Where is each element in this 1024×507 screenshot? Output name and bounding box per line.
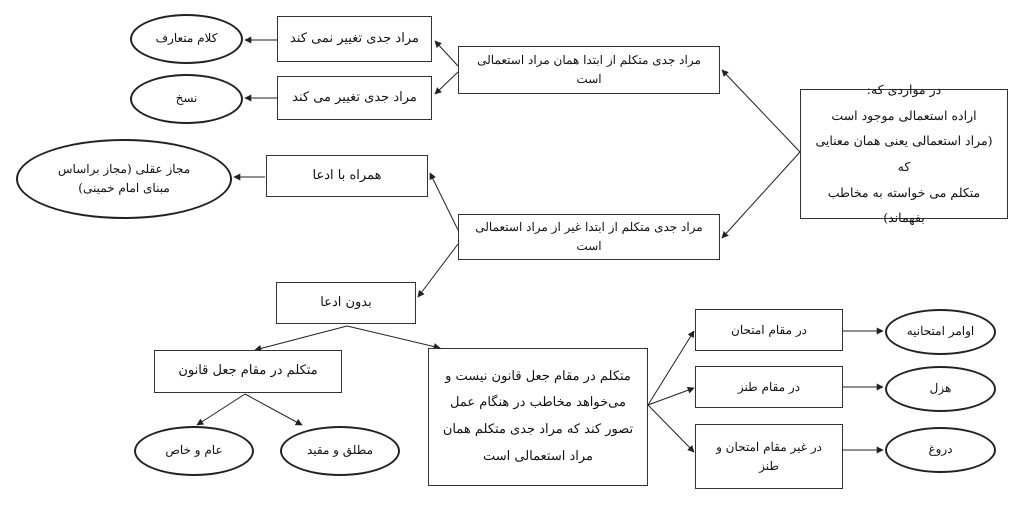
exam-box: در مقام امتحان xyxy=(695,309,843,351)
humor-box: در مقام طنز xyxy=(695,366,843,408)
common-speech-label: کلام متعارف xyxy=(155,31,218,46)
edge-withoutclaim-to-lawmaking xyxy=(254,325,348,352)
neither-line-1: در غیر مقام امتحان و xyxy=(716,439,822,454)
lawmaking-box: متکلم در مقام جعل قانون xyxy=(154,350,342,393)
edge-lawmaking-to-absolute xyxy=(244,393,303,426)
edge-notlawmaking-to-humor xyxy=(647,386,695,406)
edge-other-to-withoutclaim xyxy=(417,243,459,298)
not-lawmaking-line-1: متکلم در مقام جعل قانون نیست و xyxy=(445,368,631,384)
edge-same-to-nochange xyxy=(434,40,459,67)
with-claim-box: همراه با ادعا xyxy=(266,155,428,197)
general-specific-label: عام و خاص xyxy=(165,443,223,458)
no-change-box: مراد جدی تغییر نمی کند xyxy=(277,16,432,62)
edge-notlawmaking-to-neither xyxy=(647,404,695,453)
with-claim-label: همراه با ادعا xyxy=(312,167,382,183)
root-line-3: (مراد استعمالی یعنی همان معنایی که xyxy=(815,133,993,174)
not-lawmaking-line-4: مراد استعمالی است xyxy=(482,448,594,464)
root-line-1: در مواردی که: xyxy=(866,82,942,98)
not-lawmaking-line-2: می‌خواهد مخاطب در هنگام عمل xyxy=(450,395,626,411)
lie-ellipse: دروغ xyxy=(885,427,996,473)
edge-same-to-change xyxy=(434,71,459,95)
exam-commands-label: اوامر امتحانیه xyxy=(906,324,975,339)
branch-same-label: مراد جدی متکلم از ابتدا همان مراد استعما… xyxy=(477,53,701,86)
edge-notlawmaking-to-exam xyxy=(647,330,695,406)
abrogation-ellipse: نسخ xyxy=(130,74,243,124)
general-specific-ellipse: عام و خاص xyxy=(134,426,254,476)
change-label: مراد جدی تغییر می کند xyxy=(292,89,417,105)
edge-root-to-same xyxy=(721,69,801,153)
no-change-label: مراد جدی تغییر نمی کند xyxy=(290,30,419,46)
without-claim-label: بدون ادعا xyxy=(320,294,372,310)
neither-box: در غیر مقام امتحان و طنز xyxy=(695,424,843,489)
edge-other-to-withclaim xyxy=(429,172,459,231)
neither-line-2: طنز xyxy=(759,458,779,473)
jest-label: هزل xyxy=(929,381,952,396)
not-lawmaking-line-3: تصور کند که مراد جدی متکلم همان xyxy=(442,422,634,437)
common-speech-ellipse: کلام متعارف xyxy=(130,14,243,64)
absolute-restricted-label: مطلق و مقید xyxy=(306,443,374,458)
exam-label: در مقام امتحان xyxy=(731,322,807,337)
branch-same-box: مراد جدی متکلم از ابتدا همان مراد استعما… xyxy=(458,46,720,94)
exam-commands-ellipse: اوامر امتحانیه xyxy=(885,309,996,355)
root-condition-box: در مواردی که: اراده استعمالی موجود است (… xyxy=(800,82,1008,225)
jest-ellipse: هزل xyxy=(885,366,996,412)
without-claim-box: بدون ادعا xyxy=(276,282,416,324)
rational-metaphor-ellipse: مجاز عقلی (مجاز براساس مبنای امام خمینی) xyxy=(16,139,232,219)
edge-root-to-other xyxy=(721,151,801,239)
branch-other-box: مراد جدی متکلم از ابتدا غیر از مراد استع… xyxy=(458,214,720,260)
not-lawmaking-box: متکلم در مقام جعل قانون نیست و می‌خواهد … xyxy=(428,348,648,486)
root-line-2: اراده استعمالی موجود است xyxy=(831,107,977,123)
humor-label: در مقام طنز xyxy=(737,379,801,394)
lawmaking-label: متکلم در مقام جعل قانون xyxy=(178,363,318,379)
absolute-restricted-ellipse: مطلق و مقید xyxy=(280,426,400,476)
rational-metaphor-line-1: مجاز عقلی (مجاز براساس xyxy=(57,161,191,176)
edge-lawmaking-to-general xyxy=(196,393,246,426)
lie-label: دروغ xyxy=(928,442,953,457)
abrogation-label: نسخ xyxy=(175,91,198,106)
root-line-4: متکلم می خواسته به مخاطب بفهماند) xyxy=(827,184,981,226)
rational-metaphor-line-2: مبنای امام خمینی) xyxy=(78,181,170,195)
edge-withoutclaim-to-notlawmaking xyxy=(346,325,441,350)
change-box: مراد جدی تغییر می کند xyxy=(277,76,432,120)
branch-other-label: مراد جدی متکلم از ابتدا غیر از مراد استع… xyxy=(475,220,703,253)
